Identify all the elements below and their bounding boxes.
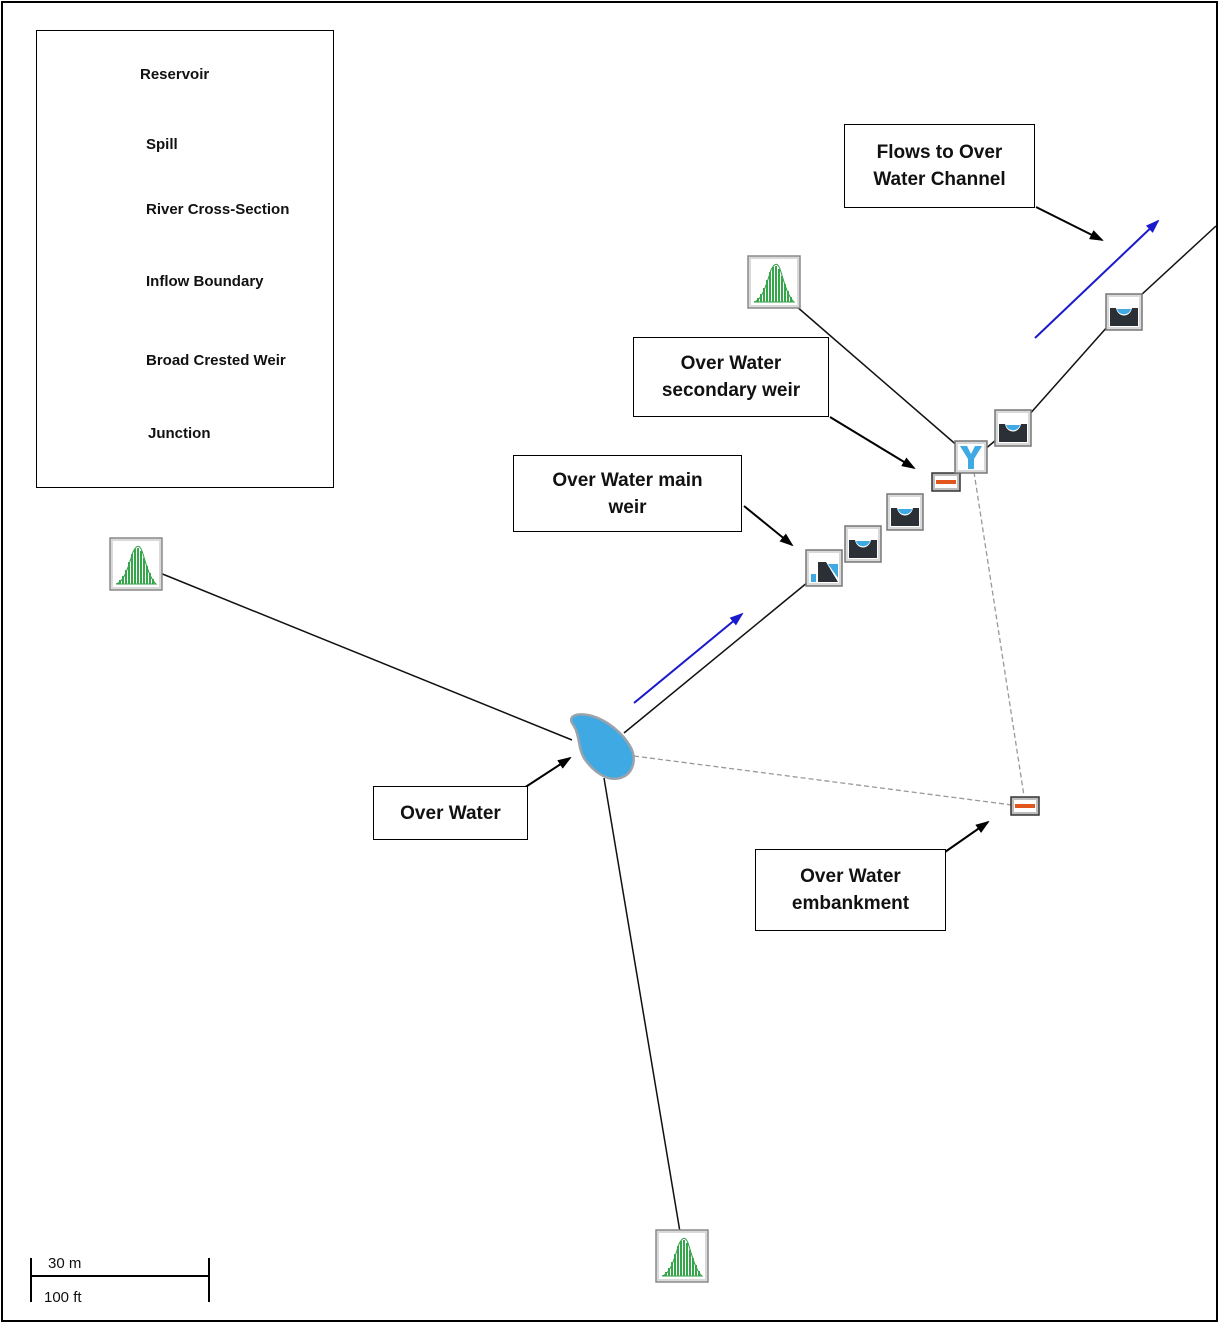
scale-label-metric: 30 m: [48, 1255, 82, 1272]
callout-arrow-embankment: [944, 820, 990, 853]
dashed-link-junction-to-embankment: [973, 471, 1025, 797]
river-cross-section-icon[interactable]: [886, 493, 924, 531]
river-cross-section-icon[interactable]: [1105, 293, 1143, 331]
link-reservoir-to-weir: [623, 581, 809, 734]
callout-flows-to-channel: Flows to Over Water Channel: [844, 124, 1035, 208]
river-cross-section-icon[interactable]: [844, 525, 882, 563]
link-inflow-north-to-junction: [795, 305, 961, 449]
flow-direction-arrow: [633, 612, 744, 704]
callout-arrow-reservoir: [523, 756, 572, 789]
callout-main-weir: Over Water main weir: [513, 455, 742, 532]
flow-direction-arrow: [1034, 219, 1160, 339]
link-channel-exit: [1139, 225, 1217, 297]
spill-icon[interactable]: [1010, 796, 1040, 816]
junction-icon[interactable]: [954, 440, 988, 474]
legend-label-inflow-boundary: Inflow Boundary: [146, 273, 264, 290]
callout-arrow-main-weir: [743, 505, 794, 547]
legend-label-river-cross-section: River Cross-Section: [146, 201, 290, 218]
scale-label-imperial: 100 ft: [44, 1289, 82, 1306]
scale-bar: [30, 1258, 210, 1302]
legend-label-junction: Junction: [148, 425, 211, 442]
callout-arrow-flows-to: [1035, 206, 1104, 241]
river-cross-section-icon[interactable]: [994, 409, 1032, 447]
legend-label-broad-crested-weir: Broad Crested Weir: [146, 352, 286, 369]
legend-label-reservoir: Reservoir: [140, 66, 210, 83]
inflow-boundary-icon[interactable]: [747, 255, 801, 309]
callout-secondary-weir: Over Water secondary weir: [633, 337, 829, 417]
spill-icon[interactable]: [931, 472, 961, 492]
inflow-boundary-icon[interactable]: [655, 1229, 709, 1283]
inflow-boundary-icon[interactable]: [109, 537, 163, 591]
reservoir-icon[interactable]: [569, 713, 635, 781]
callout-embankment: Over Water embankment: [755, 849, 946, 931]
link-inflow-west-to-reservoir: [159, 572, 573, 741]
legend: [36, 30, 334, 488]
callout-arrow-secondary-weir: [829, 416, 916, 470]
link-channel-upper: [1027, 325, 1109, 417]
legend-label-spill: Spill: [146, 136, 178, 153]
broad-crested-weir-icon[interactable]: [805, 549, 843, 587]
dashed-link-reservoir-to-embankment: [633, 755, 1013, 806]
callout-reservoir: Over Water: [373, 786, 528, 840]
link-reservoir-to-inflow-south: [603, 777, 681, 1233]
